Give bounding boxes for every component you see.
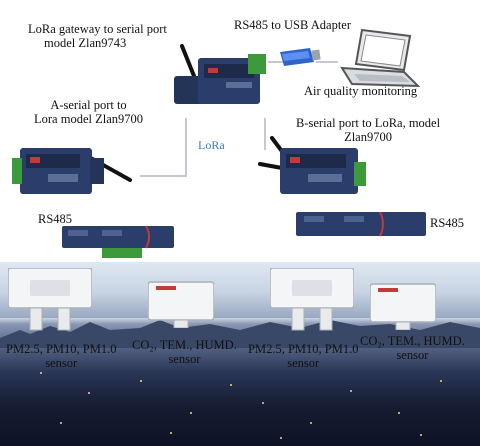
sensor-pm-left-line1: PM2.5, PM10, PM1.0 xyxy=(6,342,117,356)
rs485-left-label: RS485 xyxy=(38,212,73,226)
b-serial-label-line1: B-serial port to LoRa, model xyxy=(296,116,441,130)
sensor-co2-left-device xyxy=(148,281,214,328)
city-skyline xyxy=(0,320,480,348)
city-horizon xyxy=(0,318,480,324)
sensor-pm-left-device xyxy=(8,268,92,331)
rs485-left-device xyxy=(62,225,174,258)
sensor-pm-right-device xyxy=(270,268,354,331)
sensor-pm-right-line1: PM2.5, PM10, PM1.0 xyxy=(248,342,359,356)
a-serial-label-line2: Lora model Zlan9700 xyxy=(34,112,143,126)
sensor-co2-left-label: CO₂, TEM., HUMD. sensor xyxy=(132,338,237,366)
sensor-pm-right-label: PM2.5, PM10, PM1.0 sensor xyxy=(248,342,358,370)
gateway-label: LoRa gateway to serial port model Zlan97… xyxy=(28,22,167,50)
b-serial-device xyxy=(258,136,366,194)
sensor-co2-left-line2: sensor xyxy=(168,352,201,366)
sensor-co2-right-line2: sensor xyxy=(396,348,429,362)
terminal-block-icon xyxy=(102,248,142,258)
gateway-device xyxy=(174,44,266,104)
rs485-usb-label: RS485 to USB Adapter xyxy=(234,18,352,32)
a-serial-label: A-serial port to Lora model Zlan9700 xyxy=(34,98,143,126)
sensor-co2-right-device xyxy=(370,283,436,330)
sensor-co2-left-line1: CO₂, TEM., HUMD. xyxy=(132,338,237,352)
sensor-pm-left-line2: sensor xyxy=(45,356,78,370)
b-serial-label: B-serial port to LoRa, model Zlan9700 xyxy=(296,116,440,144)
lora-label: LoRa xyxy=(198,138,225,152)
a-serial-label-line1: A-serial port to xyxy=(50,98,127,112)
rs485-right-device xyxy=(296,212,426,237)
usb-adapter-icon xyxy=(280,48,321,66)
a-serial-device xyxy=(12,148,132,194)
gateway-label-line2: model Zlan9743 xyxy=(44,36,127,50)
gateway-label-line1: LoRa gateway to serial port xyxy=(28,22,167,36)
b-serial-label-line2: Zlan9700 xyxy=(344,130,392,144)
antenna-icon xyxy=(258,162,284,170)
sensor-co2-right-line1: CO₂, TEM., HUMD. xyxy=(360,334,465,348)
link-a-to-gateway xyxy=(140,118,187,177)
laptop-icon xyxy=(340,28,420,88)
sensor-pm-right-line2: sensor xyxy=(287,356,320,370)
air-quality-label: Air quality monitoring xyxy=(304,84,418,98)
rs485-right-label: RS485 xyxy=(430,216,465,230)
sensor-pm-left-label: PM2.5, PM10, PM1.0 sensor xyxy=(6,342,116,370)
sensor-co2-right-label: CO₂, TEM., HUMD. sensor xyxy=(360,334,465,362)
